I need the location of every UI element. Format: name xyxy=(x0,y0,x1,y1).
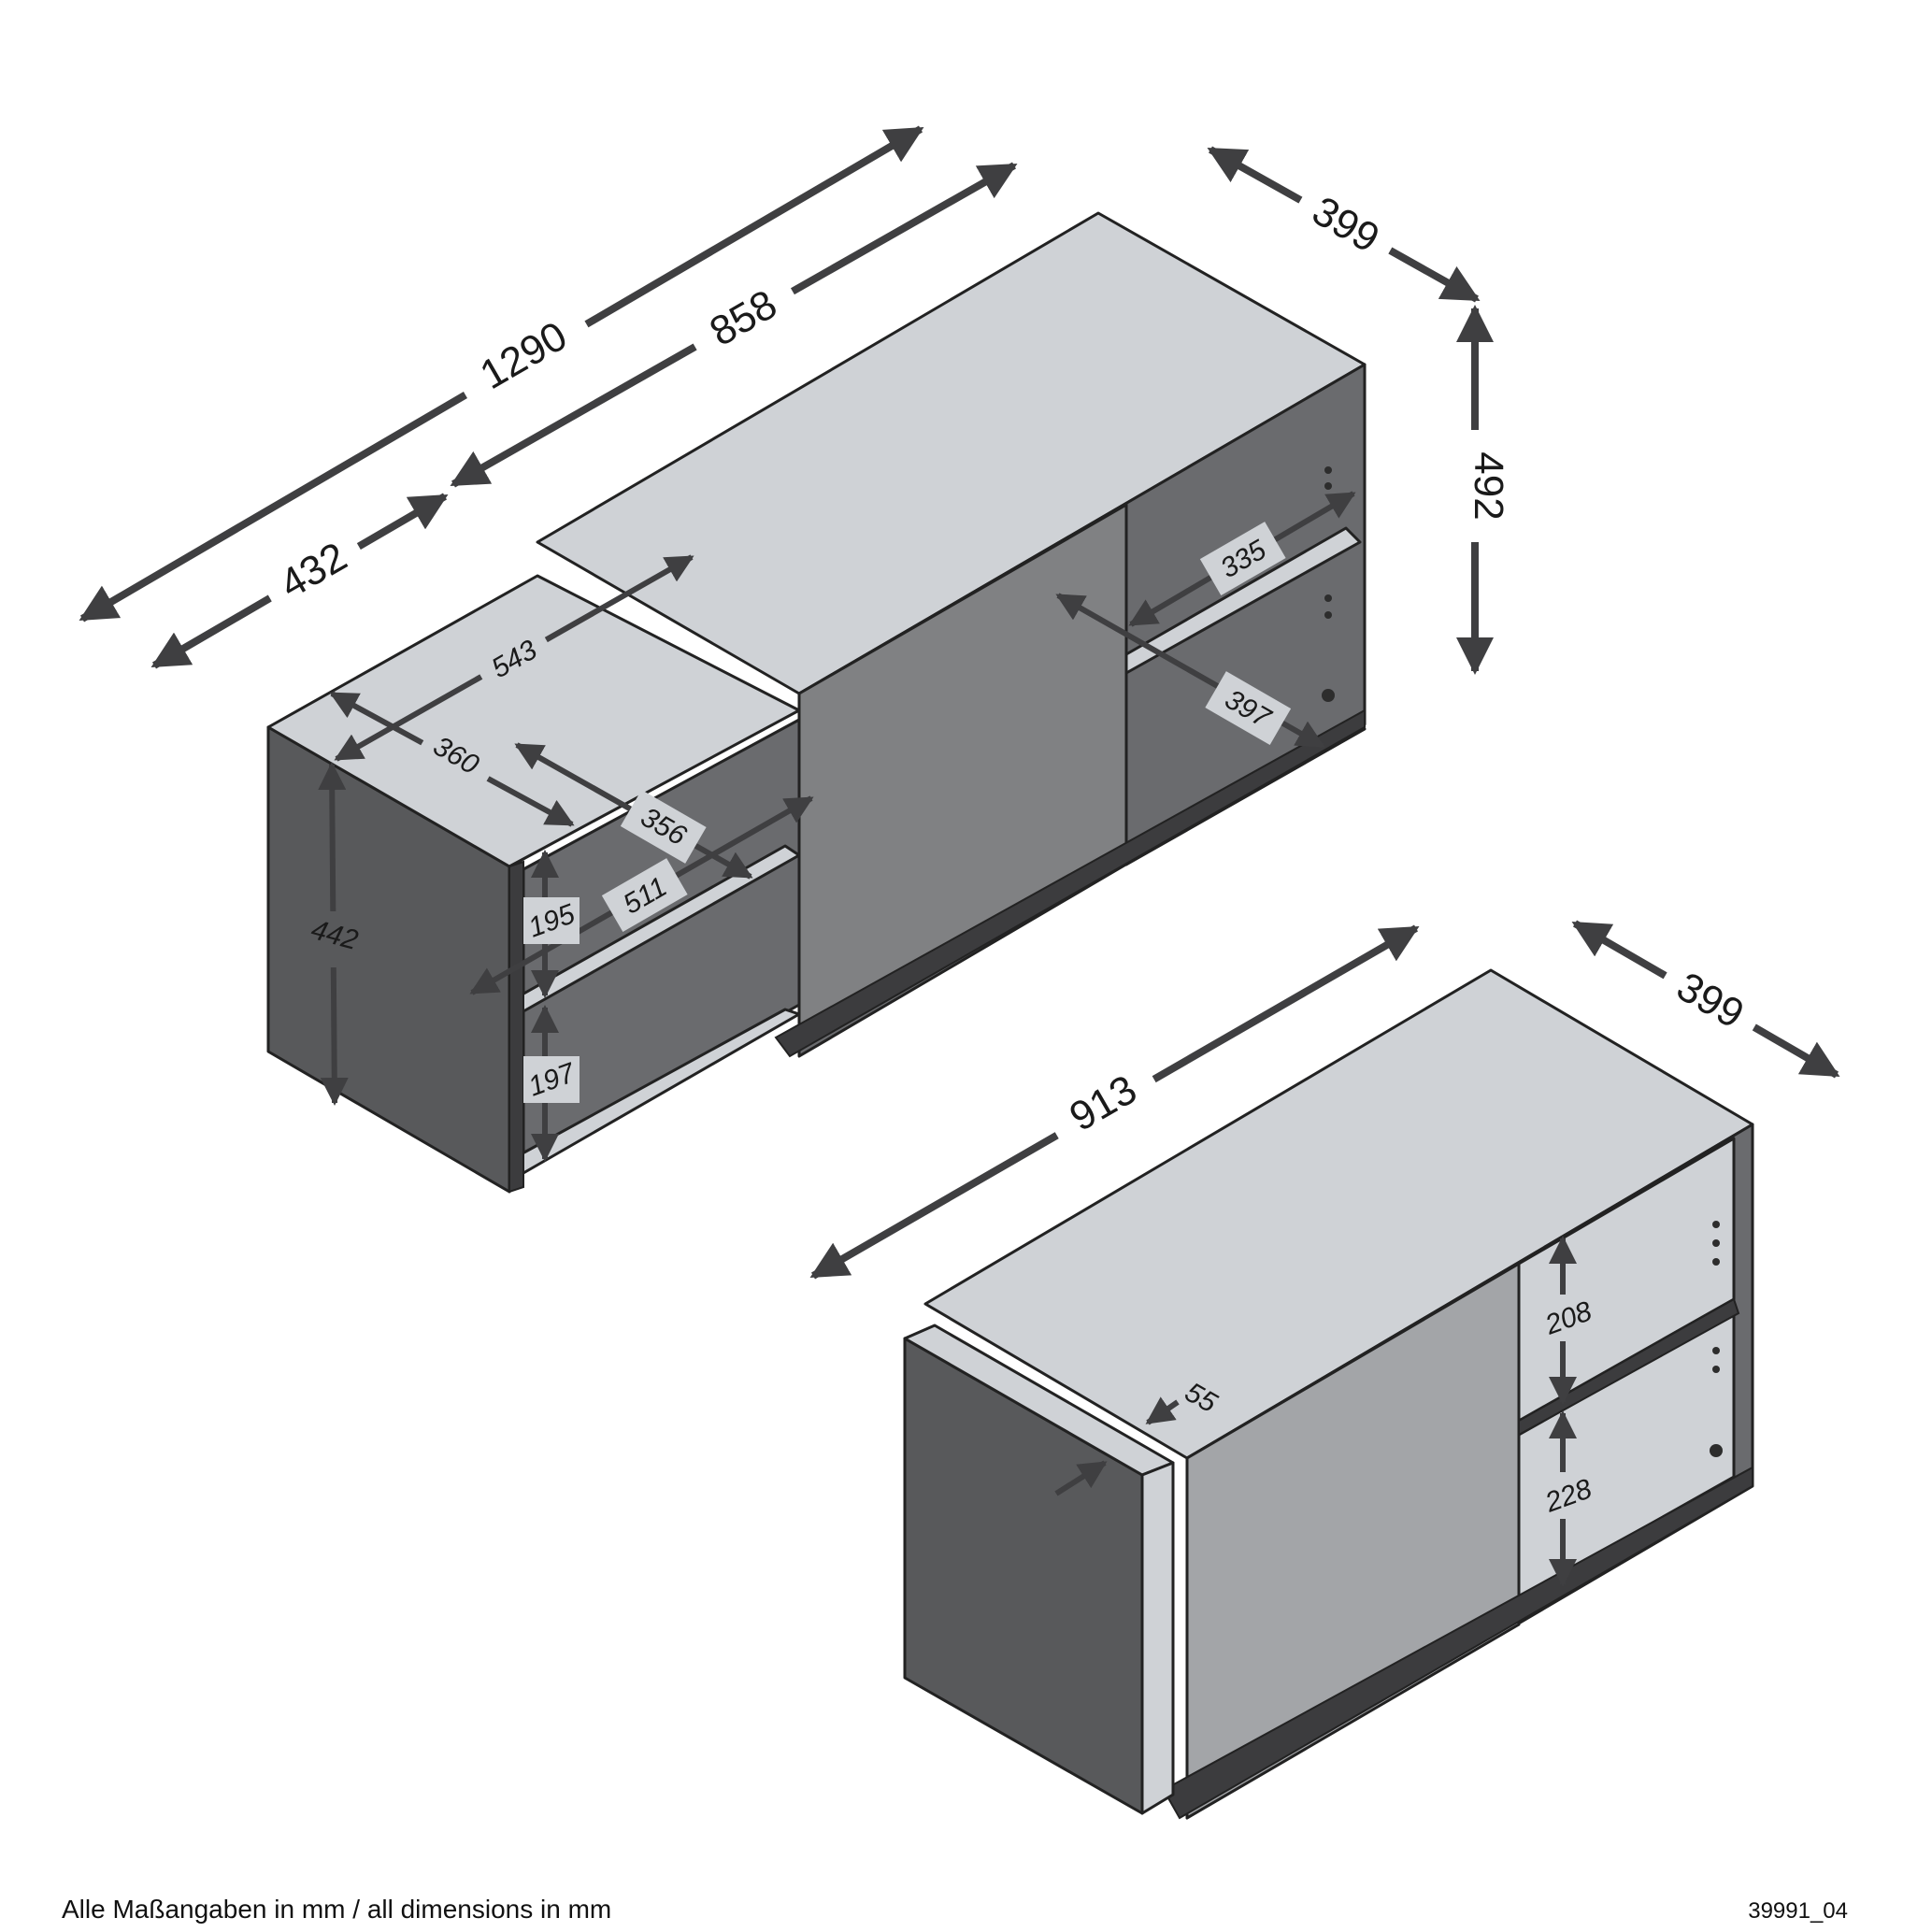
dim-55-upper-arrow xyxy=(1145,1396,1180,1425)
units-note: Alle Maßangaben in mm / all dimensions i… xyxy=(62,1895,612,1924)
collapsed-tv-board: 913 399 55 208 228 xyxy=(809,920,1840,1820)
collapsed-extension-inner xyxy=(1140,1461,1175,1815)
shelf-pin-hole xyxy=(1712,1347,1720,1354)
dim-55-lower-arrow xyxy=(1054,1460,1108,1496)
shelf-pin-hole xyxy=(1324,611,1332,619)
shelf-pin-hole xyxy=(1324,482,1332,490)
cam-hole xyxy=(1322,689,1335,702)
shelf-pin-hole xyxy=(1712,1239,1720,1247)
article-code: 39991_04 xyxy=(1748,1898,1848,1924)
collapsed-door-panel xyxy=(1185,1262,1521,1820)
shelf-pin-hole xyxy=(1712,1366,1720,1373)
shelf-pin-hole xyxy=(1324,466,1332,474)
extended-tv-board: 1290 858 432 399 492 543 360 356 xyxy=(79,125,1511,1194)
dim-492-label: 492 xyxy=(1466,451,1511,520)
shelf-pin-hole xyxy=(1324,594,1332,602)
cam-hole xyxy=(1710,1444,1723,1457)
shelf-pin-hole xyxy=(1712,1221,1720,1228)
shelf-pin-hole xyxy=(1712,1258,1720,1266)
top-dimensions: 1290 858 432 399 492 543 360 356 xyxy=(79,125,1511,1162)
extension-front-edge xyxy=(508,860,524,1194)
